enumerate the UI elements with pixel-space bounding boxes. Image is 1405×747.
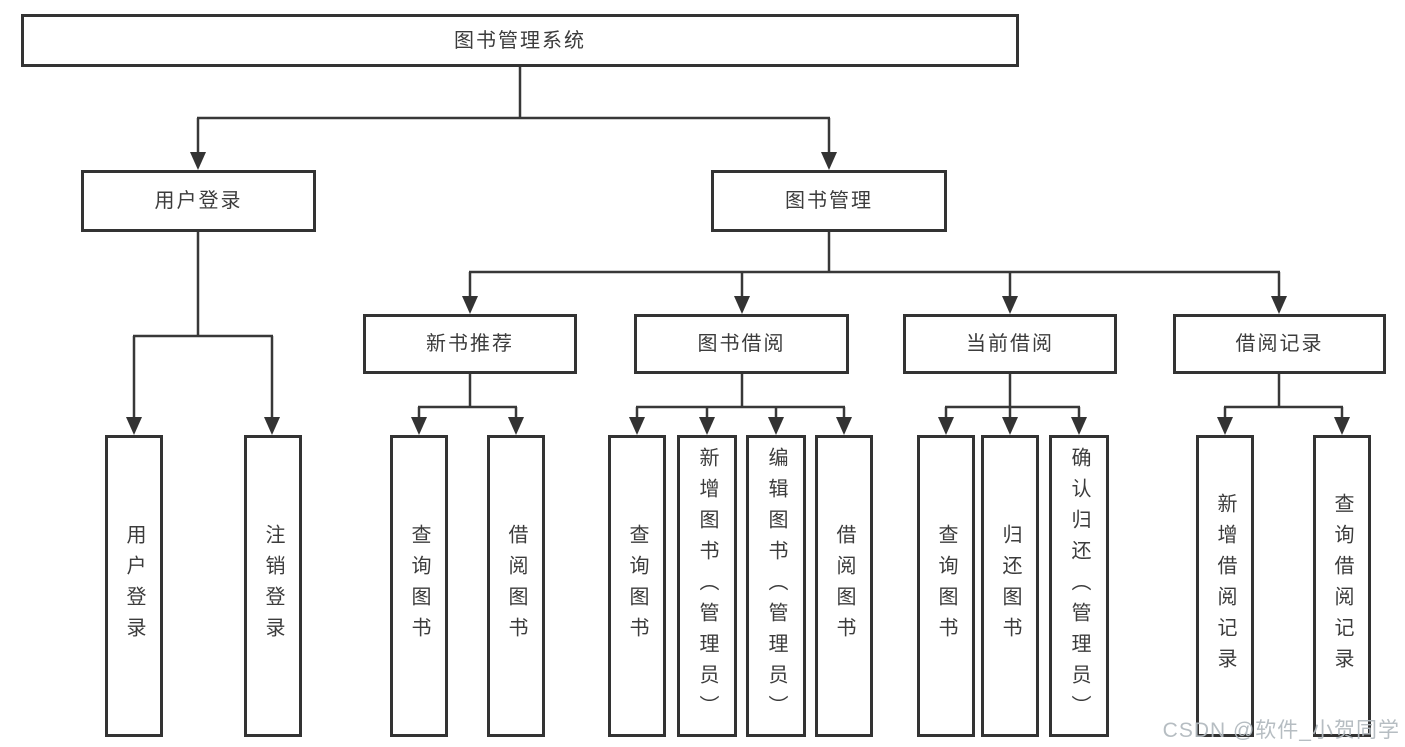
node-leaf-query-books-borrow-label: 查询图书 bbox=[626, 524, 648, 648]
node-leaf-borrow-books-2-label: 借阅图书 bbox=[833, 524, 855, 648]
node-leaf-query-borrow-record: 查询借阅记录 bbox=[1313, 435, 1371, 737]
node-borrow-records-label: 借阅记录 bbox=[1235, 333, 1324, 355]
node-leaf-confirm-return-admin: 确认归还（管理员） bbox=[1049, 435, 1109, 737]
node-leaf-edit-book-admin: 编辑图书（管理员） bbox=[746, 435, 806, 737]
node-root-label: 图书管理系统 bbox=[454, 29, 586, 52]
node-leaf-query-books-current-label: 查询图书 bbox=[935, 524, 957, 648]
node-leaf-query-books-recommend-label: 查询图书 bbox=[408, 524, 430, 648]
node-leaf-confirm-return-admin-label: 确认归还（管理员） bbox=[1068, 446, 1090, 726]
node-leaf-add-book-admin: 新增图书（管理员） bbox=[677, 435, 737, 737]
node-leaf-user-login: 用户登录 bbox=[105, 435, 163, 737]
node-book-borrow: 图书借阅 bbox=[634, 314, 849, 374]
node-current-borrow-label: 当前借阅 bbox=[966, 333, 1054, 355]
node-leaf-query-books-recommend: 查询图书 bbox=[390, 435, 448, 737]
node-leaf-borrow-books-recommend: 借阅图书 bbox=[487, 435, 545, 737]
node-leaf-query-books-borrow: 查询图书 bbox=[608, 435, 666, 737]
node-book-management-label: 图书管理 bbox=[785, 190, 873, 212]
node-leaf-borrow-books-recommend-label: 借阅图书 bbox=[505, 524, 527, 648]
node-leaf-add-borrow-record-label: 新增借阅记录 bbox=[1214, 493, 1236, 679]
node-leaf-borrow-books-2: 借阅图书 bbox=[815, 435, 873, 737]
node-leaf-add-book-admin-label: 新增图书（管理员） bbox=[696, 446, 718, 726]
node-book-borrow-label: 图书借阅 bbox=[697, 333, 786, 355]
node-leaf-edit-book-admin-label: 编辑图书（管理员） bbox=[765, 446, 787, 726]
node-leaf-logout: 注销登录 bbox=[244, 435, 302, 737]
node-leaf-query-borrow-record-label: 查询借阅记录 bbox=[1331, 493, 1353, 679]
watermark: CSDN @软件_小贺同学 bbox=[1162, 719, 1400, 742]
node-root: 图书管理系统 bbox=[21, 14, 1019, 67]
node-leaf-user-login-label: 用户登录 bbox=[123, 524, 145, 648]
node-user-login-label: 用户登录 bbox=[154, 190, 243, 212]
node-leaf-return-books: 归还图书 bbox=[981, 435, 1039, 737]
node-book-management: 图书管理 bbox=[711, 170, 947, 232]
node-leaf-add-borrow-record: 新增借阅记录 bbox=[1196, 435, 1254, 737]
node-borrow-records: 借阅记录 bbox=[1173, 314, 1386, 374]
node-new-book-recommend: 新书推荐 bbox=[363, 314, 577, 374]
node-leaf-logout-label: 注销登录 bbox=[262, 524, 284, 648]
node-new-book-recommend-label: 新书推荐 bbox=[426, 333, 514, 355]
node-current-borrow: 当前借阅 bbox=[903, 314, 1117, 374]
node-leaf-return-books-label: 归还图书 bbox=[999, 524, 1021, 648]
node-user-login: 用户登录 bbox=[81, 170, 316, 232]
node-leaf-query-books-current: 查询图书 bbox=[917, 435, 975, 737]
